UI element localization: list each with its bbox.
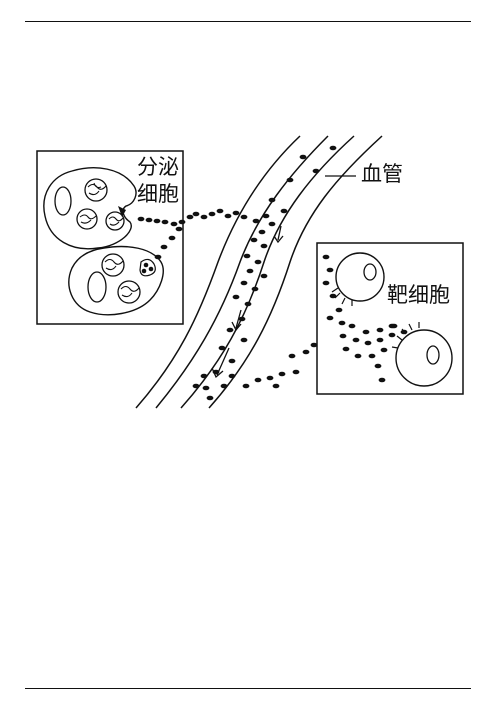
hormone-particle xyxy=(212,369,220,375)
hormone-particle xyxy=(168,235,176,241)
hormone-particle xyxy=(400,329,408,335)
hormone-particle xyxy=(272,383,280,389)
hormone-particle xyxy=(310,342,318,348)
hormone-particle xyxy=(376,337,384,343)
hormone-particle xyxy=(192,383,200,389)
hormone-particle xyxy=(251,286,259,292)
hormone-particle xyxy=(240,337,248,343)
hormone-particle xyxy=(260,273,268,279)
hormone-particle xyxy=(390,323,398,329)
secretory-cell-label-line2: 细胞 xyxy=(137,182,179,206)
hormone-particle xyxy=(364,340,372,346)
hormone-particle xyxy=(378,377,386,383)
hormone-particle xyxy=(354,353,362,359)
hormone-particle xyxy=(178,219,186,225)
blood-vessel: 血管 xyxy=(135,135,403,409)
target-cell-label: 靶细胞 xyxy=(387,283,450,307)
blood-vessel-label: 血管 xyxy=(361,162,403,186)
hormone-particle xyxy=(161,219,169,225)
target-cell-upper xyxy=(331,252,385,306)
hormone-particle xyxy=(338,320,346,326)
hormone-particle xyxy=(326,267,334,273)
hormone-particle xyxy=(288,353,296,359)
hormone-particle xyxy=(137,216,145,222)
hormone-particle xyxy=(226,327,234,333)
hormone-particle xyxy=(262,213,270,219)
hormone-particle xyxy=(322,280,330,286)
hormone-particle xyxy=(175,226,183,232)
hormone-particle xyxy=(339,333,347,339)
hormone-particle xyxy=(254,377,262,383)
granule-cluster xyxy=(101,253,156,304)
hormone-particle xyxy=(200,373,208,379)
hormone-particle xyxy=(250,237,258,243)
hormone-particle xyxy=(243,253,251,259)
hormone-particle xyxy=(252,218,260,224)
hormone-particle xyxy=(153,218,161,224)
hormone-particle xyxy=(329,145,337,151)
hormone-particle xyxy=(220,383,228,389)
hormone-particle xyxy=(268,221,276,227)
hormone-particle xyxy=(260,243,268,249)
secretory-cell-box: 分泌 细胞 xyxy=(36,150,184,325)
hormone-particle xyxy=(329,293,337,299)
secretory-cell-upper xyxy=(43,167,137,250)
hormone-particle xyxy=(376,327,384,333)
hormone-particles xyxy=(137,145,408,401)
hormone-particle xyxy=(292,369,300,375)
hormone-particle xyxy=(388,332,396,338)
hormone-particle xyxy=(326,315,334,321)
hormone-particle xyxy=(299,154,307,160)
hormone-particle xyxy=(312,168,320,174)
granule-cluster xyxy=(76,178,125,231)
hormone-particle xyxy=(335,307,343,313)
hormone-particle xyxy=(145,217,153,223)
hormone-particle xyxy=(232,294,240,300)
hormone-particle xyxy=(254,259,262,265)
target-cell-box: 靶细胞 xyxy=(316,242,464,395)
hormone-particle xyxy=(268,197,276,203)
hormone-particle xyxy=(218,345,226,351)
hormone-particle xyxy=(368,353,376,359)
hormone-particle xyxy=(242,383,250,389)
hormone-particle xyxy=(246,268,254,274)
hormone-particle xyxy=(240,280,248,286)
header-rule xyxy=(25,21,471,22)
hormone-particle xyxy=(266,375,274,381)
hormone-particle xyxy=(342,346,350,352)
hormone-particle xyxy=(216,208,224,214)
hormone-particle xyxy=(240,214,248,220)
hormone-particle xyxy=(238,316,246,322)
hormone-particle xyxy=(228,358,236,364)
hormone-particle xyxy=(258,229,266,235)
hormone-particle xyxy=(208,211,216,217)
hormone-particle xyxy=(200,214,208,220)
secretory-cell-lower xyxy=(68,245,164,316)
secretory-cell-label-line1: 分泌 xyxy=(137,155,179,179)
hormone-particle xyxy=(160,244,168,250)
hormone-particle xyxy=(224,213,232,219)
hormone-particle xyxy=(206,395,214,401)
hormone-particle xyxy=(154,254,162,260)
hormone-particle xyxy=(186,214,194,220)
hormone-particle xyxy=(348,323,356,329)
hormone-particle xyxy=(362,329,370,335)
hormone-particle xyxy=(322,254,330,260)
hormone-particle xyxy=(228,373,236,379)
footer-rule xyxy=(25,688,471,689)
hormone-particle xyxy=(202,385,210,391)
hormone-particle xyxy=(278,371,286,377)
hormone-particle xyxy=(352,337,360,343)
hormone-particle xyxy=(170,221,178,227)
hormone-particle xyxy=(302,349,310,355)
hormone-particle xyxy=(280,208,288,214)
hormone-particle xyxy=(244,301,252,307)
hormone-particle xyxy=(374,363,382,369)
hormone-particle xyxy=(380,347,388,353)
hormone-particle xyxy=(232,210,240,216)
hormone-particle xyxy=(192,211,200,217)
hormone-particle xyxy=(286,177,294,183)
